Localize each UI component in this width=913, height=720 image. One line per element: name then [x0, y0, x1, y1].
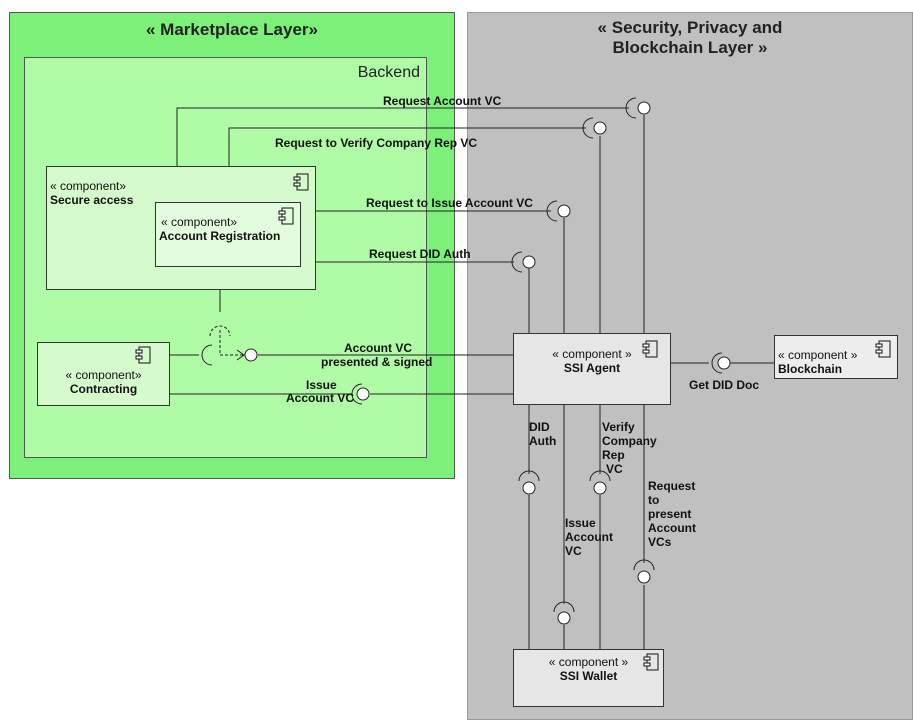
label-presented-signed: presented & signed: [321, 355, 432, 369]
label-request-issue-account-vc: Request to Issue Account VC: [366, 196, 533, 210]
label-company: Company: [602, 434, 657, 448]
marketplace-layer-title: « Marketplace Layer»: [146, 20, 318, 39]
component-icon: [875, 340, 891, 358]
socket-issue-account-vc: [351, 383, 363, 405]
label-issue: Issue: [306, 378, 337, 392]
label-wallet-account: Account: [565, 530, 613, 544]
account-registration-name: Account Registration: [159, 229, 281, 243]
contracting-name: Contracting: [69, 382, 138, 396]
security-layer-title-line2: Blockchain Layer »: [612, 38, 768, 57]
label-request-verify-company-rep-vc: Request to Verify Company Rep VC: [275, 136, 477, 150]
connector-verify-company-rep: [228, 127, 586, 166]
connector-request-account-vc: [176, 107, 629, 166]
socket-request-account-vc: [625, 97, 637, 119]
dependency-arrowhead: [236, 349, 245, 361]
blockchain-name: Blockchain: [778, 362, 843, 376]
component-ssi-wallet[interactable]: « component » SSI Wallet: [513, 649, 664, 707]
lollipop-verify-company-rep: [593, 121, 607, 135]
label-rep: Rep: [602, 448, 625, 462]
label-vcs: VCs: [648, 535, 672, 549]
component-blockchain[interactable]: « component » Blockchain: [774, 335, 898, 379]
lollipop-wallet-did-auth: [522, 481, 536, 495]
label-auth: Auth: [529, 434, 556, 448]
lollipop-wallet-present: [637, 570, 651, 584]
ssi-wallet-name: SSI Wallet: [559, 669, 618, 683]
lollipop-issue-account: [557, 204, 571, 218]
lollipop-get-did-doc: [717, 356, 731, 370]
socket-secure-access-contracting: [209, 325, 231, 337]
lollipop-account-vc-presented: [244, 348, 258, 362]
account-registration-stereotype: « component»: [161, 215, 238, 229]
security-layer-title-line1: « Security, Privacy and: [597, 18, 783, 37]
component-ssi-agent[interactable]: « component » SSI Agent: [513, 333, 671, 405]
ssi-agent-name: SSI Agent: [563, 361, 621, 375]
contracting-stereotype: « component»: [65, 368, 142, 382]
component-icon: [293, 173, 309, 191]
label-verify: Verify: [602, 420, 635, 434]
label-account: Account: [648, 521, 696, 535]
label-wallet-issue: Issue: [565, 516, 596, 530]
label-issue-account-vc: Account VC: [286, 391, 354, 405]
lollipop-issue-account-vc: [356, 387, 370, 401]
component-contracting[interactable]: « component» Contracting: [37, 342, 170, 406]
lollipop-wallet-verify: [593, 481, 607, 495]
backend-label: Backend: [357, 64, 420, 81]
component-icon: [278, 207, 294, 225]
socket-get-did-doc: [711, 352, 723, 374]
socket-wallet-present: [633, 559, 655, 571]
blockchain-stereotype: « component »: [778, 348, 858, 362]
ssi-agent-stereotype: « component »: [552, 347, 632, 361]
socket-wallet-issue: [553, 601, 575, 613]
socket-did-auth: [511, 251, 523, 273]
lollipop-wallet-issue: [557, 611, 571, 625]
secure-access-name: Secure access: [50, 193, 134, 207]
socket-issue-account: [546, 200, 558, 222]
label-vc: VC: [606, 462, 623, 476]
socket-contracting-required: [201, 344, 213, 366]
label-wallet-vc: VC: [565, 544, 582, 558]
socket-wallet-did-auth: [518, 470, 540, 482]
label-get-did-doc: Get DID Doc: [689, 378, 759, 392]
label-request: Request: [648, 479, 695, 493]
component-icon: [643, 653, 659, 671]
label-to: to: [648, 493, 659, 507]
socket-wallet-verify: [589, 470, 611, 482]
label-did: DID: [529, 420, 550, 434]
dependency-arrow: [219, 330, 243, 356]
label-account-vc: Account VC: [344, 341, 412, 355]
ssi-wallet-stereotype: « component »: [548, 655, 629, 669]
component-account-registration[interactable]: « component» Account Registration: [155, 202, 301, 267]
label-request-account-vc: Request Account VC: [383, 94, 502, 108]
secure-access-stereotype: « component»: [50, 179, 127, 193]
lollipop-request-account-vc: [637, 101, 651, 115]
label-request-did-auth: Request DID Auth: [369, 247, 471, 261]
socket-verify-company-rep: [582, 117, 594, 139]
component-icon: [642, 340, 658, 358]
component-icon: [135, 346, 151, 364]
label-present: present: [648, 507, 691, 521]
lollipop-did-auth: [522, 255, 536, 269]
